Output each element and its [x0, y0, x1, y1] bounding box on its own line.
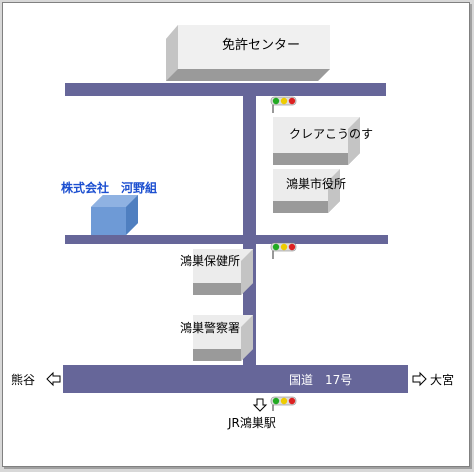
license-center-label: 免許センター: [222, 38, 301, 53]
arrow-right-icon: [412, 371, 427, 387]
license-center-building: [166, 25, 330, 81]
traffic-signal-top: [270, 96, 297, 113]
direction-kumagaya: 熊谷: [11, 373, 36, 387]
city-hall-label: 鴻巣市役所: [286, 177, 347, 191]
city-hall-building: [273, 169, 340, 213]
clair-konosu-label: クレアこうのす: [289, 127, 374, 141]
direction-omiya: 大宮: [430, 373, 455, 387]
road-top: [65, 83, 386, 96]
road-middle: [65, 235, 388, 244]
route-17-road: [63, 365, 408, 393]
direction-jr-konosu-station: JR鴻巣駅: [228, 416, 276, 430]
company-label: 株式会社 河野組: [61, 181, 158, 195]
company-building: [91, 195, 138, 235]
arrow-down-icon: [252, 398, 268, 412]
police-station-building: [193, 315, 253, 361]
map-frame: 免許センター 株式会社 河野組 クレアこうのす 鴻巣市役所 鴻巣保健所 鴻巣警察…: [2, 2, 470, 467]
clair-konosu-building: [273, 117, 360, 165]
police-station-label: 鴻巣警察署: [180, 321, 241, 335]
arrow-left-icon: [46, 371, 61, 387]
route-17-label: 国道 17号: [289, 373, 353, 387]
map-canvas: [46, 25, 427, 412]
traffic-signal-middle: [270, 242, 297, 259]
health-center-building: [193, 249, 253, 295]
traffic-signal-bottom: [270, 396, 297, 411]
health-center-label: 鴻巣保健所: [180, 254, 241, 268]
